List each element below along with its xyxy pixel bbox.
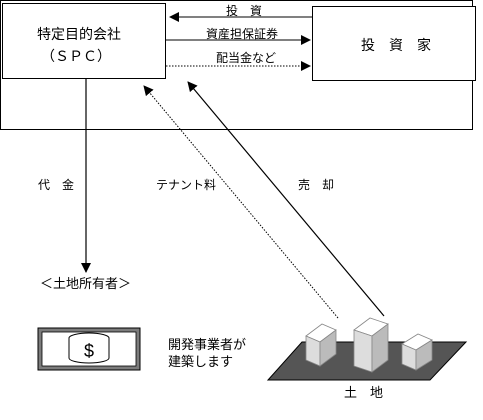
securities-label: 資産担保証券 xyxy=(206,27,279,41)
tenant-fee-label: テナント料 xyxy=(156,178,217,192)
dividends-label: 配当金など xyxy=(216,51,277,65)
land-owner-heading-bg xyxy=(38,274,164,296)
spc-title: 特定目的会社 xyxy=(37,27,121,43)
spc-subtitle: （ＳＰＣ） xyxy=(41,49,111,65)
investor-label: 投 資 家 xyxy=(361,38,431,54)
tenant-fee-arrow xyxy=(143,85,339,319)
money-icon: $ xyxy=(37,327,141,371)
spc-box: 特定目的会社 （ＳＰＣ） xyxy=(2,3,166,79)
land-plot-icon xyxy=(266,317,468,381)
land-owner-heading: ＜土地所有者＞ xyxy=(40,277,132,292)
investor-box: 投 資 家 xyxy=(312,6,476,81)
sale-arrow xyxy=(187,81,385,317)
developer-note-line2: 建築します xyxy=(168,355,234,370)
payment-label: 代 金 xyxy=(38,178,75,192)
land-label: 土 地 xyxy=(344,386,384,401)
sale-label: 売 却 xyxy=(298,178,335,192)
investment-label: 投 資 xyxy=(226,4,263,18)
dollar-symbol: $ xyxy=(84,341,94,361)
developer-note-line1: 開発事業者が xyxy=(168,338,247,353)
